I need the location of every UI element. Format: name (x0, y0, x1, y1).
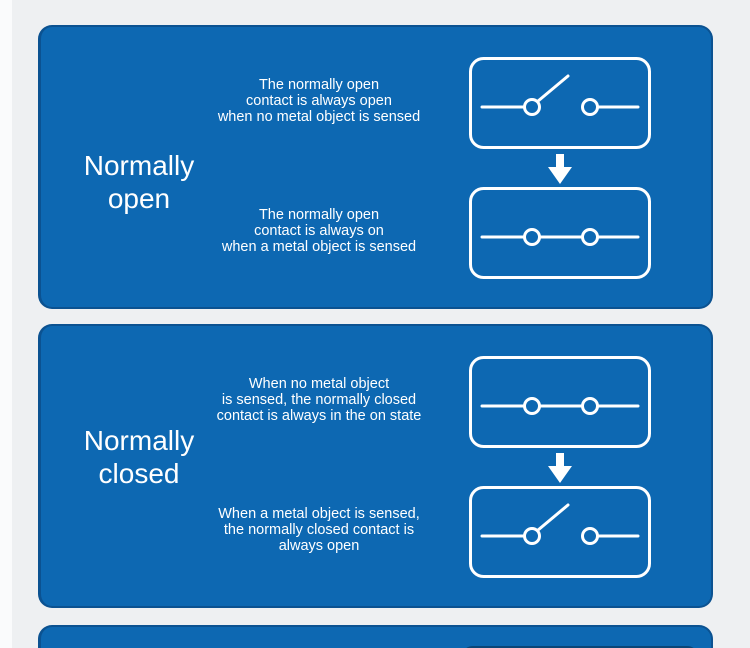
right-terminal-circle (581, 527, 599, 545)
open-contact-diagram (469, 486, 651, 578)
panel-title: Normally open (83, 150, 195, 214)
normally-open-panel: Normally open The normally open contact … (38, 25, 713, 309)
contact-frame (469, 486, 651, 578)
left-terminal-circle (523, 527, 541, 545)
contact-frame (469, 356, 651, 448)
closed-contact-diagram (469, 356, 651, 448)
left-terminal-circle (523, 98, 541, 116)
caption-metal-sensed: The normally open contact is always on w… (221, 207, 417, 255)
panel-title: Normally closed (83, 425, 195, 489)
open-contact-diagram (469, 57, 651, 149)
contact-frame (469, 187, 651, 279)
right-terminal-circle (581, 228, 599, 246)
right-terminal-circle (581, 98, 599, 116)
left-terminal-circle (523, 397, 541, 415)
open-switch-lever (536, 503, 570, 532)
left-terminal-circle (523, 228, 541, 246)
next-panel-partial (38, 625, 713, 648)
open-switch-lever (536, 74, 570, 103)
right-terminal-circle (581, 397, 599, 415)
down-arrow-icon (548, 453, 572, 483)
normally-closed-panel: Normally closed When no metal object is … (38, 324, 713, 608)
contact-frame (469, 57, 651, 149)
closed-contact-diagram (469, 187, 651, 279)
caption-no-metal: The normally open contact is always open… (217, 77, 421, 125)
caption-metal-sensed: When a metal object is sensed, the norma… (218, 506, 420, 554)
down-arrow-icon (548, 154, 572, 184)
caption-no-metal: When no metal object is sensed, the norm… (216, 376, 422, 424)
page-left-margin (0, 0, 12, 648)
